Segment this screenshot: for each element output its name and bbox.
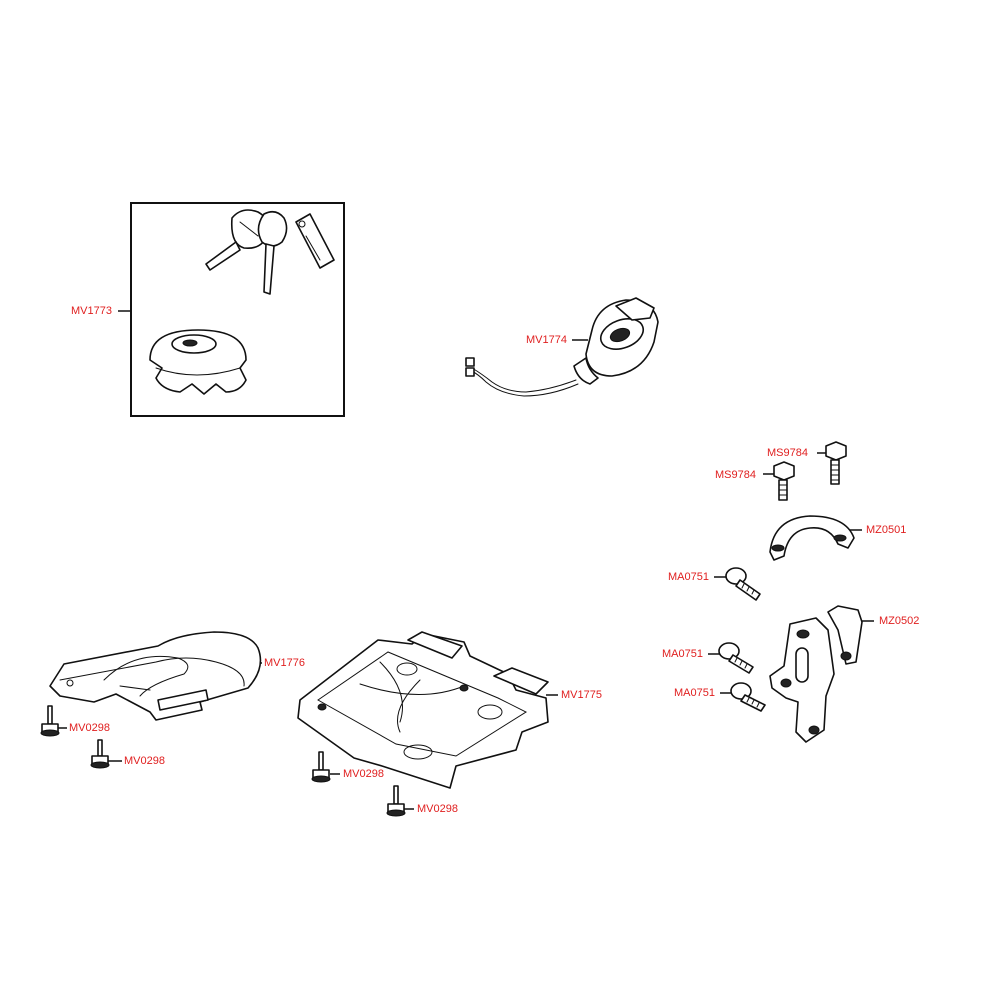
key-tag-icon: [295, 213, 335, 269]
screw-icon[interactable]: [90, 739, 122, 769]
part-label-clamp-bolt-a[interactable]: MA0751: [668, 571, 709, 583]
part-label-clamp-bolt-b[interactable]: MA0751: [662, 648, 703, 660]
flange-bolt-icon[interactable]: [720, 682, 766, 712]
small-plate-icon[interactable]: [49, 631, 262, 721]
part-label-upper-clamp[interactable]: MZ0501: [866, 524, 907, 536]
key-set-group[interactable]: [118, 202, 345, 417]
part-label-large-plate-screw-b[interactable]: MV0298: [417, 803, 458, 815]
part-label-small-plate-screw-b[interactable]: MV0298: [124, 755, 165, 767]
key-icon: [205, 209, 270, 271]
large-plate-icon[interactable]: [297, 631, 558, 789]
ignition-switch-icon[interactable]: [465, 297, 659, 397]
part-label-ignition-switch[interactable]: MV1774: [526, 334, 567, 346]
key-set-frame: [130, 202, 345, 417]
part-label-large-plate[interactable]: MV1775: [561, 689, 602, 701]
lower-bracket-icon[interactable]: [769, 605, 874, 743]
part-label-clamp-bolt-c[interactable]: MA0751: [674, 687, 715, 699]
screw-icon[interactable]: [386, 785, 414, 817]
part-label-bracket-bolt-top[interactable]: MS9784: [767, 447, 808, 459]
part-label-lower-bracket[interactable]: MZ0502: [879, 615, 920, 627]
part-label-small-plate-screw-a[interactable]: MV0298: [69, 722, 110, 734]
upper-clamp-icon[interactable]: [769, 515, 862, 561]
fuel-cap-icon: [149, 329, 247, 395]
part-label-large-plate-screw-a[interactable]: MV0298: [343, 768, 384, 780]
bolt-icon[interactable]: [763, 461, 795, 501]
part-label-key-set[interactable]: MV1773: [71, 305, 112, 317]
flange-bolt-icon[interactable]: [714, 567, 761, 601]
part-label-small-plate[interactable]: MV1776: [264, 657, 305, 669]
bolt-icon[interactable]: [817, 441, 847, 485]
part-label-bracket-bolt-left[interactable]: MS9784: [715, 469, 756, 481]
screw-icon[interactable]: [40, 705, 67, 737]
flange-bolt-icon[interactable]: [708, 642, 754, 674]
screw-icon[interactable]: [311, 751, 340, 783]
key-icon: [257, 210, 288, 295]
